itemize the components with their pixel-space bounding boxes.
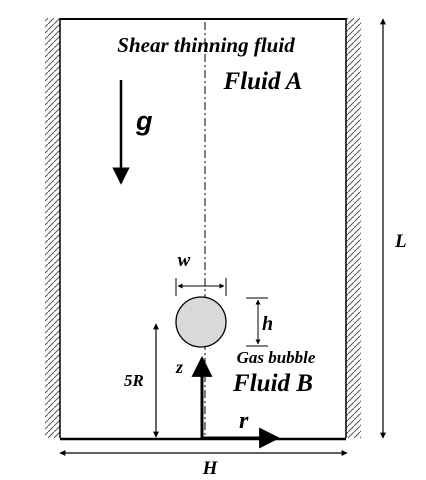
domain-width-label: H [202, 458, 219, 479]
fluid-b-label: Fluid B [232, 370, 313, 397]
right-wall [346, 18, 361, 438]
fluid-a-label: Fluid A [223, 68, 303, 95]
offset-label: 5R [124, 371, 144, 390]
height-label: h [262, 313, 273, 335]
gravity-label: g [135, 106, 153, 136]
r-axis-label: r [239, 408, 249, 434]
z-axis-label: z [175, 357, 183, 377]
length-label: L [394, 231, 407, 252]
fluid-type-label: Shear thinning fluid [117, 33, 295, 57]
width-label: w [178, 250, 191, 271]
gas-bubble [175, 296, 227, 348]
gas-bubble-label: Gas bubble [237, 348, 316, 367]
left-wall [45, 18, 60, 438]
